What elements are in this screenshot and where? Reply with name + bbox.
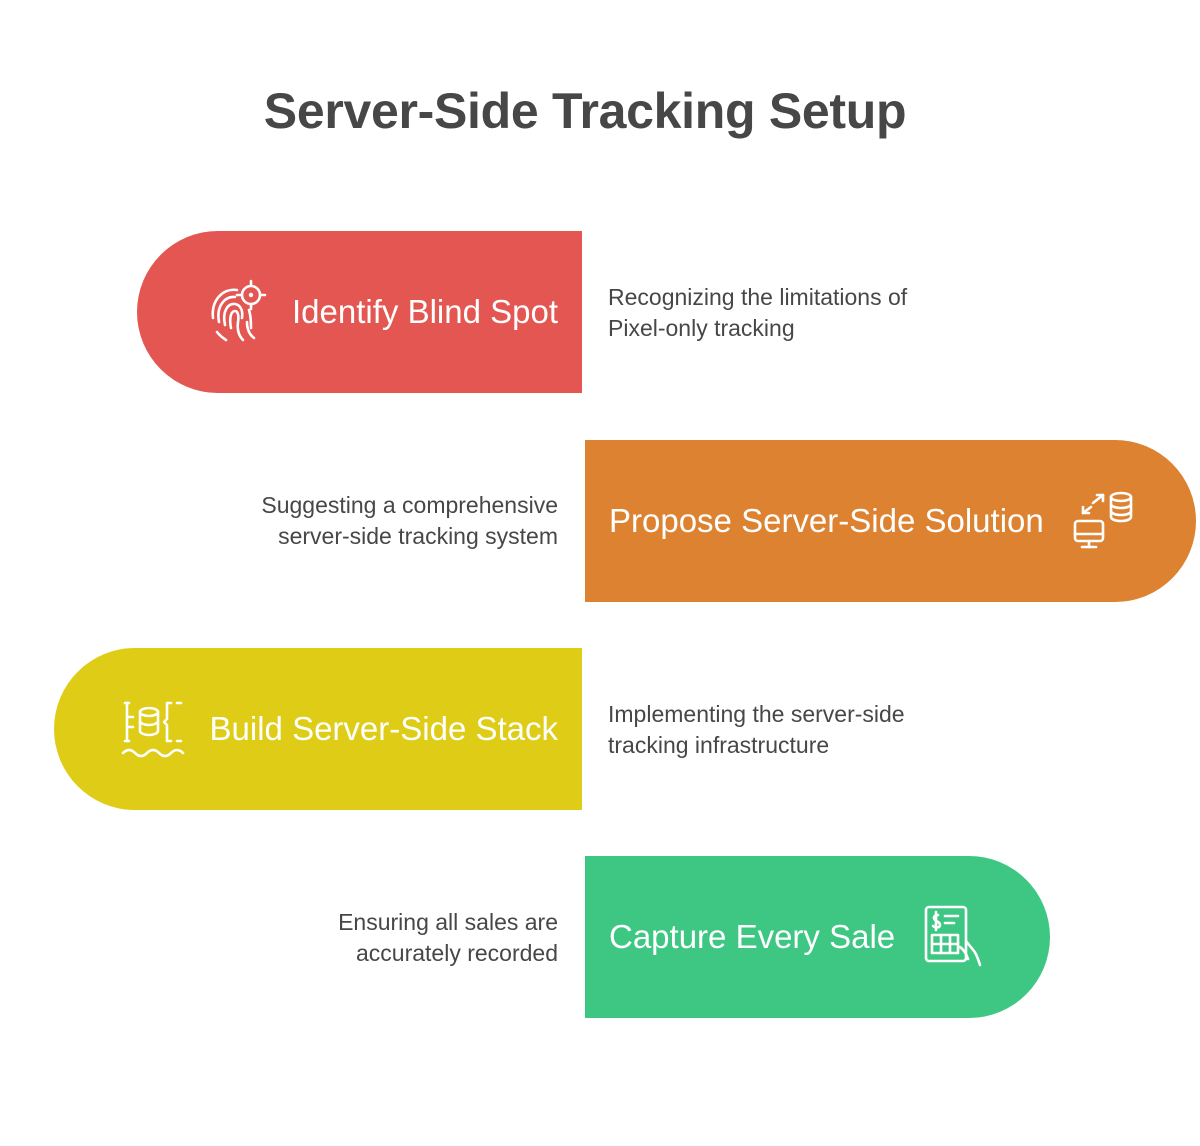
step-label: Identify Blind Spot: [292, 293, 558, 330]
step-label: Build Server-Side Stack: [209, 710, 558, 747]
receipt-hand-icon: [919, 902, 989, 972]
step-description: Ensuring all sales are accurately record…: [338, 909, 558, 966]
step-label: Propose Server-Side Solution: [609, 502, 1044, 539]
step-description: Recognizing the limitations of Pixel-onl…: [608, 284, 908, 341]
step-description: Implementing the server-side tracking in…: [608, 701, 905, 758]
data-stack-icon: [118, 694, 188, 764]
step-capture-every-sale: Capture Every Sale: [585, 856, 1050, 1018]
step-description: Suggesting a comprehensive server-side t…: [261, 492, 558, 549]
fingerprint-target-icon: [200, 277, 270, 347]
step-identify-blind-spot: Identify Blind Spot: [137, 231, 582, 393]
page-title: Server-Side Tracking Setup: [263, 83, 907, 139]
computer-database-sync-icon: [1068, 486, 1138, 556]
step-propose-server-side-solution: Propose Server-Side Solution: [585, 440, 1196, 602]
step-label: Capture Every Sale: [609, 918, 896, 955]
step-build-server-side-stack: Build Server-Side Stack: [54, 648, 582, 810]
